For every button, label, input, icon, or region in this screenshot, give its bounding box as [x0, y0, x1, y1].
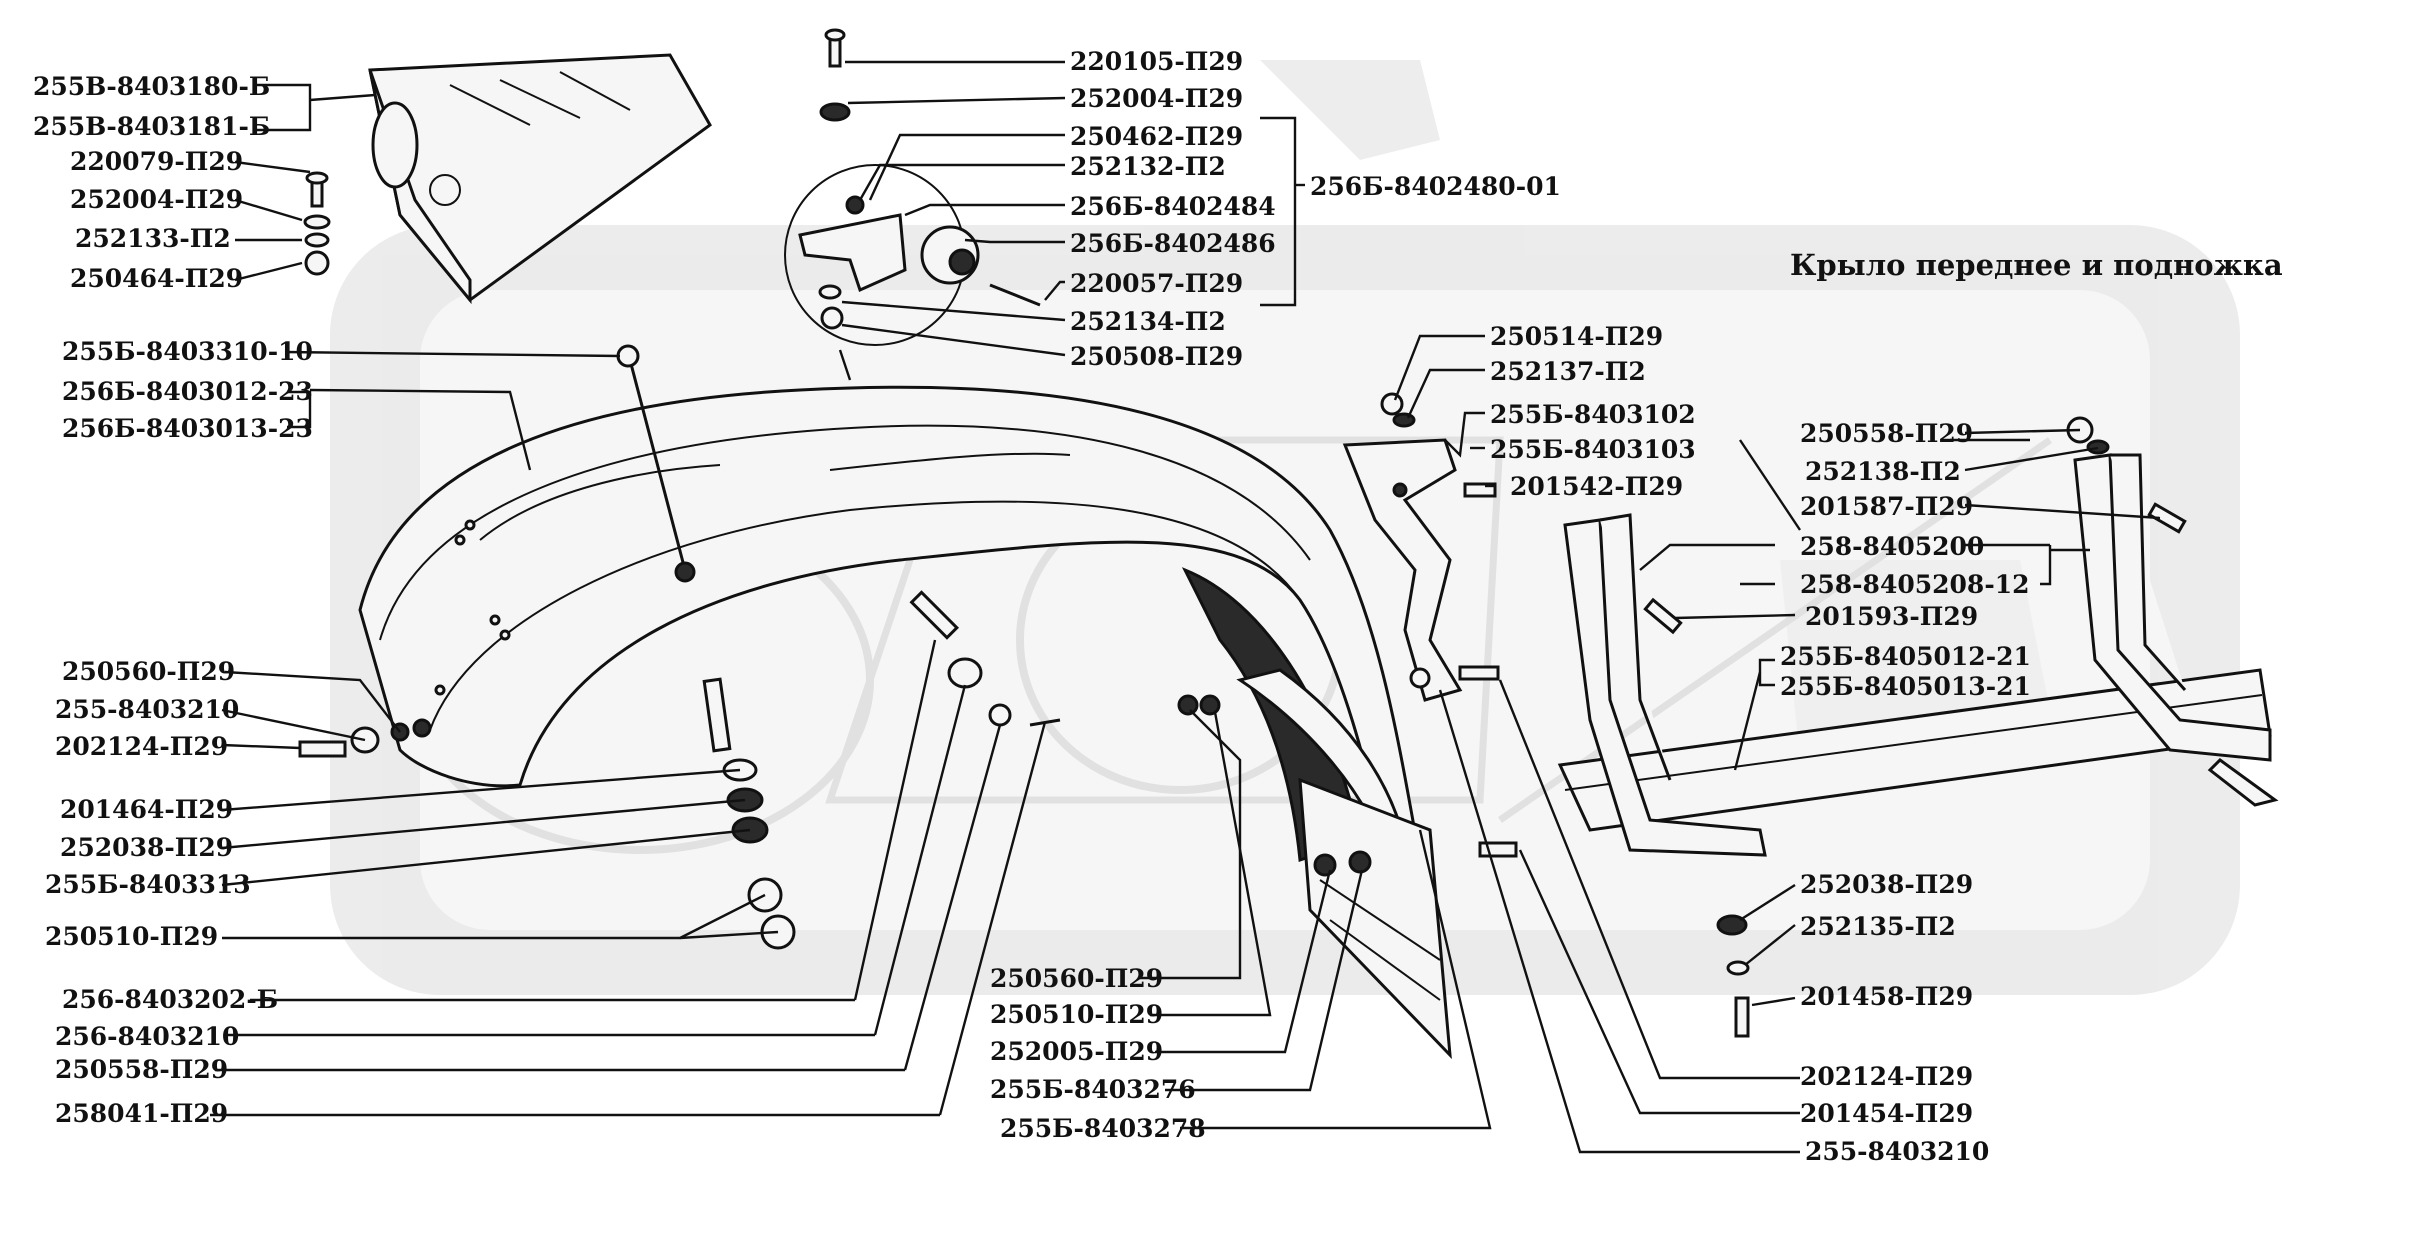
label-201454-p29: 201454-П29 — [1800, 1099, 1973, 1128]
label-256b-8402486: 256Б-8402486 — [1070, 229, 1276, 258]
label-256-8403202-b: 256-8403202-Б — [62, 985, 278, 1014]
leader-lines — [210, 60, 2161, 1154]
label-220079-p29: 220079-П29 — [70, 147, 243, 176]
bracket-inset-drawing — [784, 164, 1041, 346]
label-252138-p2: 252138-П2 — [1805, 457, 1961, 486]
label-201593-p29: 201593-П29 — [1805, 602, 1978, 631]
mud-flap-drawing — [1298, 777, 1452, 1060]
label-256b-8403012-23: 256Б-8403012-23 — [62, 377, 313, 406]
part-labels: 255В-8403180-Б 255В-8403181-Б 220079-П29… — [33, 47, 2031, 1166]
label-258-8405200: 258-8405200 — [1800, 532, 1984, 561]
hardware-right — [1380, 392, 2187, 1038]
label-255v-8403180-b: 255В-8403180-Б — [33, 72, 270, 101]
label-256-8403210: 256-8403210 — [55, 1022, 239, 1051]
label-255b-8403103: 255Б-8403103 — [1490, 435, 1696, 464]
label-255b-8403102: 255Б-8403102 — [1490, 400, 1696, 429]
label-220057-p29: 220057-П29 — [1070, 269, 1243, 298]
label-255b-8403310-10: 255Б-8403310-10 — [62, 337, 313, 366]
label-255b-8403278: 255Б-8403278 — [1000, 1114, 1206, 1143]
label-256b-8402484: 256Б-8402484 — [1070, 192, 1276, 221]
label-201587-p29: 201587-П29 — [1800, 492, 1973, 521]
label-256b-8403013-23: 256Б-8403013-23 — [62, 414, 313, 443]
label-201542-p29: 201542-П29 — [1510, 472, 1683, 501]
label-250560-p29-center: 250560-П29 — [990, 964, 1163, 993]
label-252004-p29: 252004-П29 — [70, 185, 243, 214]
label-250558-p29-bottom: 250558-П29 — [55, 1055, 228, 1084]
label-250560-p29-left: 250560-П29 — [62, 657, 235, 686]
diagram-title: Крыло переднее и подножка — [1790, 248, 2283, 282]
label-258041-p29: 258041-П29 — [55, 1099, 228, 1128]
label-256b-8402480-01: 256Б-8402480-01 — [1310, 172, 1561, 201]
label-201464-p29: 201464-П29 — [60, 795, 233, 824]
label-252038-p29-left: 252038-П29 — [60, 833, 233, 862]
label-202124-p29-left: 202124-П29 — [55, 732, 228, 761]
label-252132-p2: 252132-П2 — [1070, 152, 1226, 181]
label-250464-p29: 250464-П29 — [70, 264, 243, 293]
label-202124-p29-right: 202124-П29 — [1800, 1062, 1973, 1091]
hardware-top-center — [819, 28, 851, 122]
label-220105-p29: 220105-П29 — [1070, 47, 1243, 76]
label-255b-8403276: 255Б-8403276 — [990, 1075, 1196, 1104]
hardware-center — [909, 590, 1518, 858]
label-250558-p29-right: 250558-П29 — [1800, 419, 1973, 448]
label-255-8403210-right: 255-8403210 — [1805, 1137, 1989, 1166]
label-252004-p29-top: 252004-П29 — [1070, 84, 1243, 113]
label-250508-p29: 250508-П29 — [1070, 342, 1243, 371]
label-255-8403210-left: 255-8403210 — [55, 695, 239, 724]
label-250514-p29: 250514-П29 — [1490, 322, 1663, 351]
label-250462-p29: 250462-П29 — [1070, 122, 1243, 151]
label-252005-p29: 252005-П29 — [990, 1037, 1163, 1066]
headlight-housing-drawing — [368, 53, 712, 305]
label-258-8405208-12: 258-8405208-12 — [1800, 570, 2030, 599]
label-255b-8405012-21: 255Б-8405012-21 — [1780, 642, 2031, 671]
step-assembly-drawing — [1557, 453, 2279, 857]
label-252135-p2: 252135-П2 — [1800, 912, 1956, 941]
hardware-stack-top-left — [303, 171, 331, 276]
label-250510-p29-center: 250510-П29 — [990, 1000, 1163, 1029]
label-201458-p29: 201458-П29 — [1800, 982, 1973, 1011]
label-255b-8405013-21: 255Б-8405013-21 — [1780, 672, 2031, 701]
label-250510-p29-left: 250510-П29 — [45, 922, 218, 951]
label-252134-p2: 252134-П2 — [1070, 307, 1226, 336]
label-252137-p2: 252137-П2 — [1490, 357, 1646, 386]
label-255b-8403313: 255Б-8403313 — [45, 870, 251, 899]
label-252038-p29-right: 252038-П29 — [1800, 870, 1973, 899]
label-255v-8403181-b: 255В-8403181-Б — [33, 112, 270, 141]
label-252133-p2: 252133-П2 — [75, 224, 231, 253]
fender-rod-drawing — [616, 344, 696, 583]
